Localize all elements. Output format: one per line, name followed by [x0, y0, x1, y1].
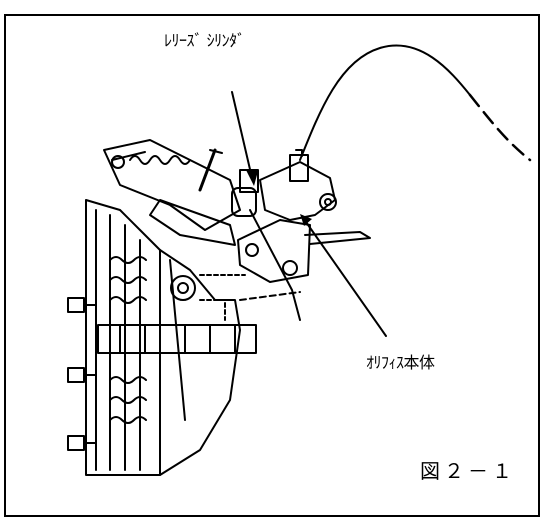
orifice-body-arrow — [305, 221, 387, 337]
release-cylinder-label: ﾚﾘｰｽﾞ ｼﾘﾝﾀﾞ — [164, 31, 245, 50]
release-cylinder-arrow — [231, 91, 253, 179]
hydraulic-hose — [299, 44, 471, 161]
figure-frame — [4, 14, 540, 517]
release-cylinder-arrowhead — [246, 170, 258, 186]
figure-number: 図２－１ — [420, 459, 516, 483]
hydraulic-hose-dashed — [468, 93, 532, 162]
orifice-body-label: ｵﾘﾌｨｽ本体 — [366, 353, 435, 372]
